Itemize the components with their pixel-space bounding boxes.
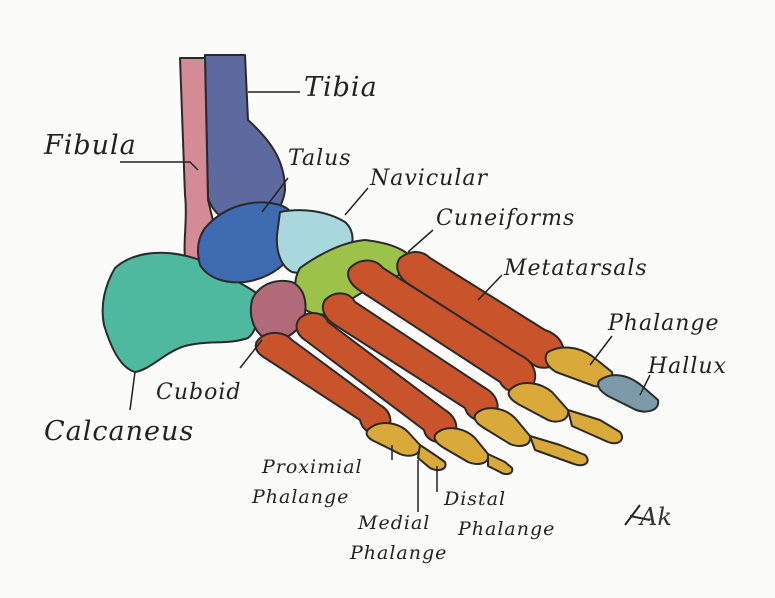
label-distal-1: Distal: [444, 488, 507, 510]
label-navicular: Navicular: [370, 166, 488, 191]
label-calcaneus: Calcaneus: [44, 416, 195, 447]
tibia-bone: [204, 54, 286, 227]
phalanx-bones: [365, 346, 624, 476]
label-hallux: Hallux: [648, 354, 727, 379]
label-tibia: Tibia: [304, 72, 378, 103]
label-proximial-1: Proximial: [262, 456, 363, 478]
signature-mark: [624, 504, 651, 526]
label-medial-2: Phalange: [350, 542, 448, 564]
label-proximial-2: Phalange: [252, 486, 350, 508]
hallux-bone: [597, 374, 660, 413]
label-talus: Talus: [288, 146, 352, 171]
label-phalange: Phalange: [608, 311, 720, 336]
label-distal-2: Phalange: [458, 518, 556, 540]
label-medial-1: Medial: [358, 512, 431, 534]
label-fibula: Fibula: [44, 130, 137, 161]
label-metatarsals: Metatarsals: [504, 256, 648, 281]
leader-lines: [120, 91, 651, 512]
label-cuboid: Cuboid: [156, 380, 242, 405]
label-cuneiforms: Cuneiforms: [436, 206, 576, 231]
metatarsal-bones: [254, 251, 565, 444]
artist-signature: Ak: [640, 503, 672, 531]
